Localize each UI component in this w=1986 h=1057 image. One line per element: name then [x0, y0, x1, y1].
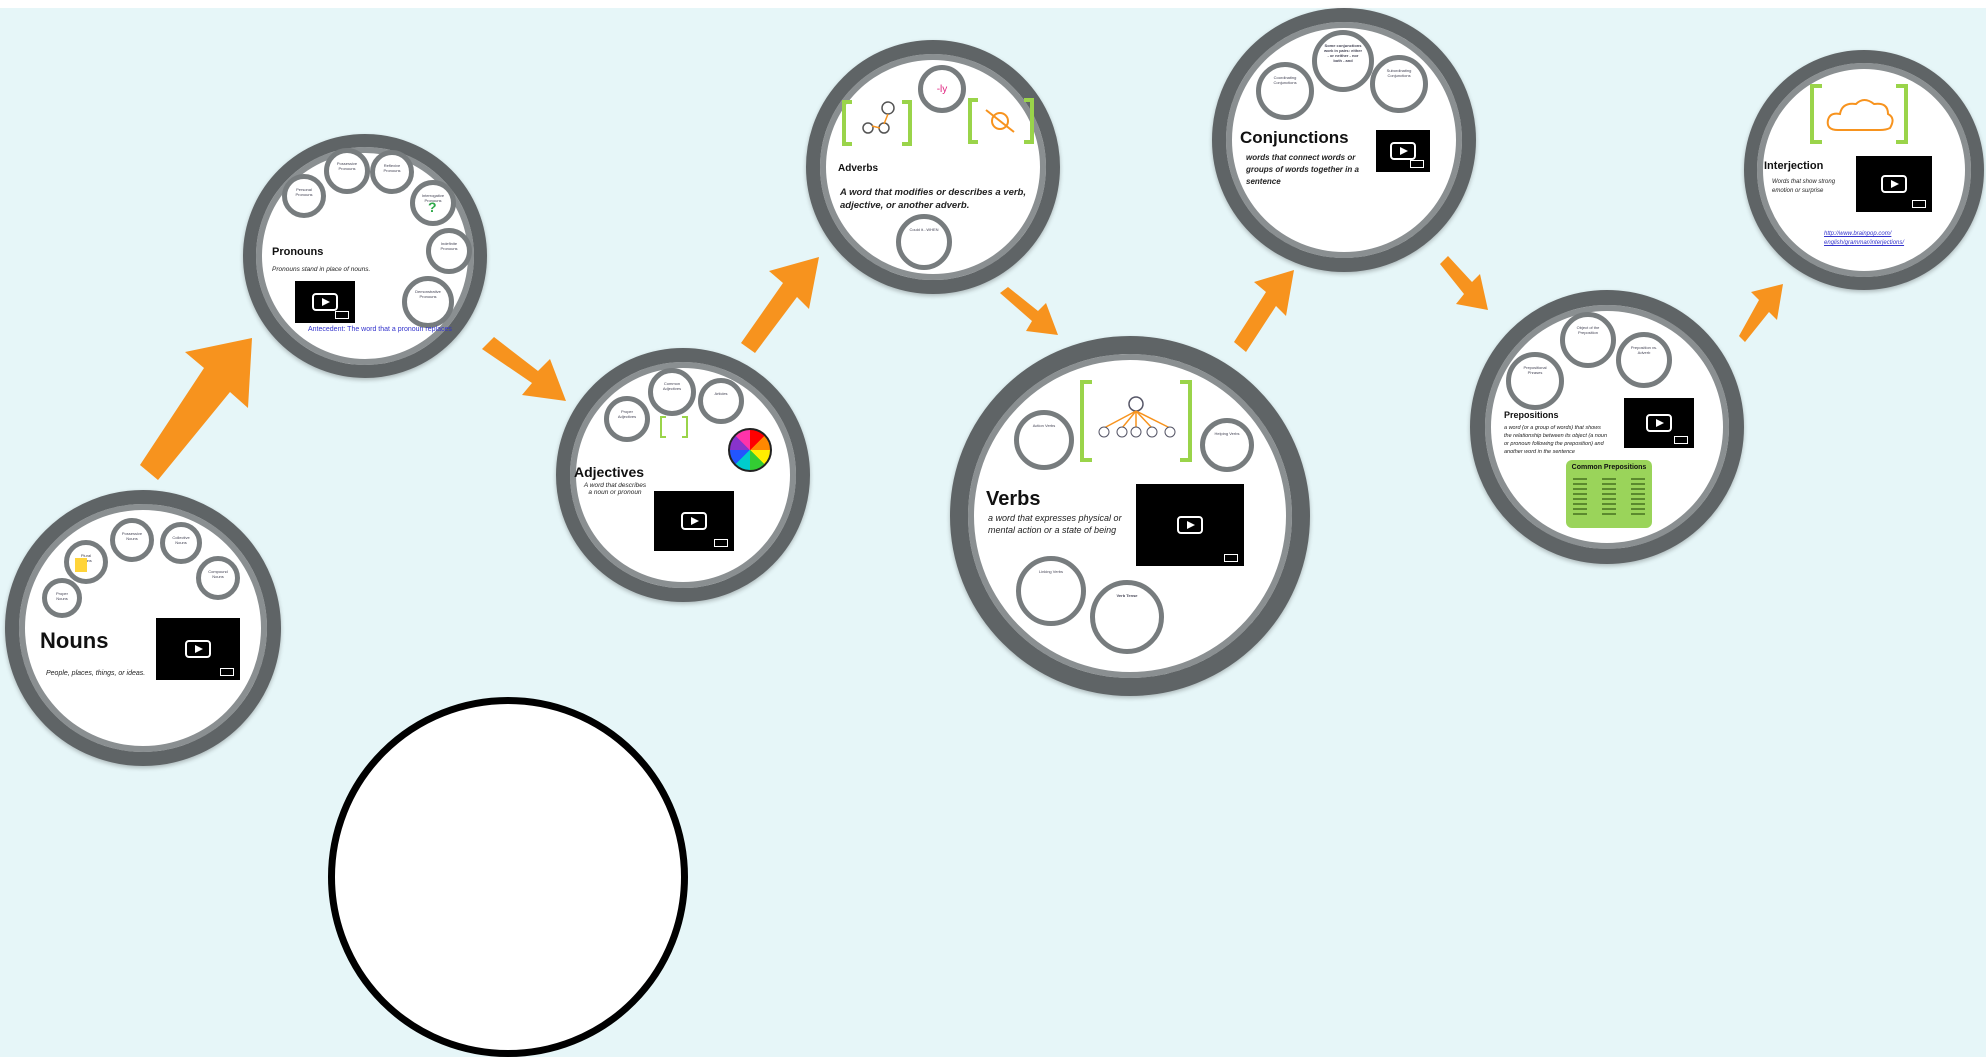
prepositions-list: [1566, 475, 1652, 518]
verbs-definition: a word that expresses physical or mental…: [988, 512, 1133, 536]
pronouns-sub-bubble[interactable]: Possessive Pronouns: [324, 148, 370, 194]
verbs-title: Verbs: [986, 488, 1040, 511]
conjunctions-definition: words that connect words or groups of wo…: [1246, 152, 1371, 188]
adverbs-suffix: -ly: [929, 84, 955, 96]
verbs-sub-bubble[interactable]: Action Verbs: [1014, 410, 1074, 470]
verbs-video[interactable]: [1136, 484, 1244, 566]
verbs-sub1: Verb Tense: [1101, 593, 1153, 598]
verbs-sub-bubble[interactable]: Linking Verbs: [1016, 556, 1086, 626]
play-icon: [185, 640, 211, 658]
prepositions-sub-bubble[interactable]: Object of the Preposition: [1560, 312, 1616, 368]
video-controls: [1410, 160, 1424, 168]
pronouns-antecedent: Antecedent: The word that a pronoun repl…: [308, 326, 508, 333]
conjunctions-title: Conjunctions: [1240, 128, 1349, 148]
prepositions-sub-bubble[interactable]: Prepositional Phrases: [1506, 352, 1564, 410]
color-wheel-icon: [728, 428, 772, 472]
play-icon: [1177, 516, 1203, 534]
bracket-icon: [1080, 380, 1092, 462]
common-prepositions-title: Common Prepositions: [1566, 464, 1652, 471]
diagram-icon: [978, 102, 1022, 140]
large-circle-partial: [328, 697, 688, 1057]
cloud-icon: [1824, 96, 1896, 136]
arrow-icon: [998, 285, 1060, 337]
interjection-title: Interjection: [1764, 160, 1823, 172]
video-controls: [714, 539, 728, 547]
adverbs-question: Could it...WHEN: [907, 227, 941, 232]
video-controls: [220, 668, 234, 676]
adjectives-sub-bubble[interactable]: Common Adjectives: [648, 368, 696, 416]
prepositions-definition: a word (or a group of words) that shows …: [1504, 424, 1610, 456]
bracket-icon: [1810, 84, 1822, 144]
adjectives-title: Adjectives: [574, 464, 644, 480]
nouns-sub-bubble[interactable]: Proper Nouns: [42, 578, 82, 618]
verbs-sub-bubble[interactable]: Helping Verbs: [1200, 418, 1254, 472]
bracket-icon: [660, 416, 666, 438]
bracket-icon: [842, 100, 852, 146]
prepositions-title: Prepositions: [1504, 410, 1559, 420]
tree-diagram-icon: [1094, 394, 1178, 454]
adverbs-title: Adverbs: [838, 163, 878, 174]
top-strip: [0, 0, 1986, 8]
pronouns-sub-bubble[interactable]: Indefinite Pronouns: [426, 228, 472, 274]
pronouns-video[interactable]: [295, 281, 355, 323]
prepositions-sub-bubble[interactable]: Preposition vs. Adverb: [1616, 332, 1672, 388]
video-controls: [1224, 554, 1238, 562]
play-icon: [681, 512, 707, 530]
conjunctions-sub-bubble[interactable]: Some conjunctions work in pairs: either …: [1312, 30, 1374, 92]
bracket-icon: [1024, 98, 1034, 144]
interjection-link-line2: english/grammar/interjections/: [1824, 240, 1904, 246]
pronouns-sub-bubble[interactable]: Reflexive Pronouns: [370, 150, 414, 194]
prepositions-video[interactable]: [1624, 398, 1694, 448]
diagram-icon: [858, 98, 902, 140]
play-icon: [1646, 414, 1672, 432]
nouns-sub-bubble[interactable]: Compound Nouns: [196, 556, 240, 600]
nouns-sub-bubble[interactable]: Collective Nouns: [160, 522, 202, 564]
arrow-icon: [735, 255, 825, 355]
pronouns-title: Pronouns: [272, 246, 323, 258]
note-icon: [75, 558, 87, 572]
adverbs-sub-bubble[interactable]: -ly: [918, 65, 966, 113]
nouns-sub-bubble[interactable]: Possessive Nouns: [110, 518, 154, 562]
play-icon: [1881, 175, 1907, 193]
bracket-icon: [1896, 84, 1908, 144]
adverbs-definition: A word that modifies or describes a verb…: [840, 186, 1040, 212]
verbs-sub-bubble[interactable]: Verb Tense: [1090, 580, 1164, 654]
bracket-icon: [902, 100, 912, 146]
arrow-icon: [1228, 268, 1298, 353]
pronouns-sub-bubble[interactable]: Personal Pronouns: [282, 174, 326, 218]
arrow-icon: [1438, 252, 1490, 312]
play-icon: [1390, 142, 1416, 160]
play-icon: [312, 293, 338, 311]
adjectives-video[interactable]: [654, 491, 734, 551]
adjectives-sub-bubble[interactable]: Proper Adjectives: [604, 396, 650, 442]
bracket-icon: [1180, 380, 1192, 462]
arrow-icon: [1735, 282, 1785, 342]
adjectives-sub-bubble[interactable]: Articles: [698, 378, 744, 424]
conjunctions-video[interactable]: [1376, 130, 1430, 172]
conjunctions-sub1: Some conjunctions work in pairs: either …: [1323, 43, 1363, 63]
pronouns-sub-bubble[interactable]: Demonstrative Pronouns: [402, 276, 454, 328]
interjection-link-line1: http://www.brainpop.com/: [1824, 231, 1891, 237]
pronouns-definition: Pronouns stand in place of nouns.: [272, 266, 392, 273]
nouns-title: Nouns: [40, 628, 108, 654]
bracket-icon: [968, 98, 978, 144]
arrow-icon: [480, 335, 570, 405]
adverbs-sub-bubble[interactable]: Could it...WHEN: [896, 214, 952, 270]
video-controls: [335, 311, 349, 319]
video-controls: [1912, 200, 1926, 208]
adjectives-definition: A word that describes a noun or pronoun: [582, 482, 648, 496]
video-controls: [1674, 436, 1688, 444]
interjection-definition: Words that show strong emotion or surpri…: [1772, 178, 1842, 196]
conjunctions-sub-bubble[interactable]: Subordinating Conjunctions: [1370, 55, 1428, 113]
nouns-video[interactable]: [156, 618, 240, 680]
question-mark-icon: ?: [428, 199, 437, 215]
interjection-link[interactable]: http://www.brainpop.com/ english/grammar…: [1824, 230, 1904, 248]
verbs-sub2: Linking Verbs: [1027, 569, 1075, 574]
common-prepositions-box[interactable]: Common Prepositions: [1566, 460, 1652, 528]
conjunctions-sub-bubble[interactable]: Coordinating Conjunctions: [1256, 62, 1314, 120]
interjection-video[interactable]: [1856, 156, 1932, 212]
bracket-icon: [682, 416, 688, 438]
arrow-icon: [130, 330, 270, 480]
nouns-definition: People, places, things, or ideas.: [46, 670, 156, 677]
